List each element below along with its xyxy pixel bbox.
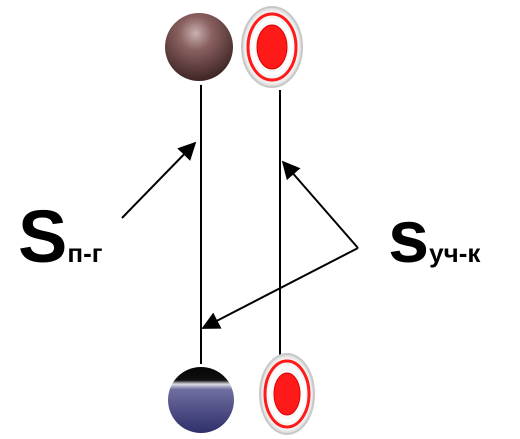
top-red-ring <box>241 6 303 88</box>
right-arrow-lower <box>201 247 359 329</box>
left-arrow <box>121 141 197 219</box>
right-label: sуч-к <box>388 195 481 278</box>
right-label-main: s <box>388 195 429 278</box>
bottom-blue-sphere <box>165 364 237 436</box>
bottom-red-ring <box>259 353 315 435</box>
left-label: Sп-г <box>18 195 103 278</box>
right-arrow-upper <box>281 160 359 249</box>
top-brown-sphere <box>161 9 237 85</box>
right-label-sub: уч-к <box>429 238 481 268</box>
left-label-sub: п-г <box>67 238 102 268</box>
left-label-main: S <box>18 195 67 278</box>
